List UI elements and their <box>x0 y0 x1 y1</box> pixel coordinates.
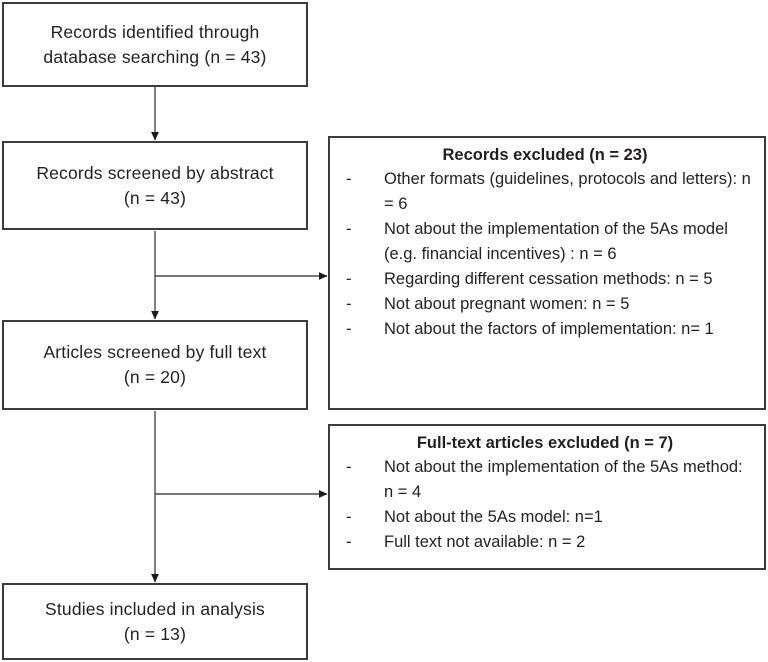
exclusion-reason-text: Not about pregnant women: n = 5 <box>384 295 630 313</box>
bullet-dash-icon: - <box>346 458 352 476</box>
exclusion-box-title: Records excluded (n = 23) <box>442 146 648 164</box>
exclusion-box-title: Full-text articles excluded (n = 7) <box>416 434 674 452</box>
exclusion-reason-item: - Not about pregnant women: n = 5 <box>342 292 760 317</box>
flow-box-records-screened-abstract: Records screened by abstract (n = 43) <box>2 141 308 230</box>
exclusion-reason-list: - Not about the implementation of the 5A… <box>330 455 760 555</box>
flow-box-line: (n = 43) <box>123 187 187 208</box>
flow-box-line: Articles screened by full text <box>43 342 267 362</box>
exclusion-reason-text: Not about the 5As model: n=1 <box>384 508 603 526</box>
bullet-dash-icon: - <box>346 295 352 313</box>
exclusion-reason-text: Full text not available: n = 2 <box>384 533 586 551</box>
flow-box-line: (n = 20) <box>123 367 187 387</box>
flow-box-line: database searching (n = 43) <box>43 46 267 67</box>
bullet-dash-icon: - <box>346 508 352 526</box>
bullet-dash-icon: - <box>346 533 352 551</box>
exclusion-box-records-excluded: Records excluded (n = 23) - Other format… <box>328 136 766 410</box>
exclusion-reason-list: - Other formats (guidelines, protocols a… <box>330 167 760 342</box>
exclusion-reason-text: Regarding different cessation methods: n… <box>384 270 713 288</box>
exclusion-reason-item: - Other formats (guidelines, protocols a… <box>342 167 760 217</box>
flow-box-line: Records identified through <box>50 21 260 42</box>
flow-box-line: Studies included in analysis <box>45 598 265 619</box>
exclusion-reason-item: - Regarding different cessation methods:… <box>342 267 760 292</box>
exclusion-reason-item: - Full text not available: n = 2 <box>342 530 760 555</box>
exclusion-reason-item: - Not about the factors of implementatio… <box>342 317 760 342</box>
exclusion-reason-item: - Not about the implementation of the 5A… <box>342 455 760 505</box>
bullet-dash-icon: - <box>346 170 352 188</box>
exclusion-box-fulltext-articles-excluded: Full-text articles excluded (n = 7) - No… <box>328 424 766 570</box>
exclusion-reason-text: Not about the factors of implementation:… <box>384 320 714 338</box>
flow-box-line: Records screened by abstract <box>36 162 274 183</box>
bullet-dash-icon: - <box>346 320 352 338</box>
exclusion-reason-text: Other formats (guidelines, protocols and… <box>384 170 751 213</box>
bullet-dash-icon: - <box>346 220 352 238</box>
exclusion-reason-item: - Not about the 5As model: n=1 <box>342 505 760 530</box>
flow-box-articles-screened-fulltext: Articles screened by full text (n = 20) <box>2 320 308 410</box>
exclusion-reason-item: - Not about the implementation of the 5A… <box>342 217 760 267</box>
exclusion-reason-text: Not about the implementation of the 5As … <box>384 220 728 263</box>
flow-box-studies-included: Studies included in analysis (n = 13) <box>2 583 308 660</box>
bullet-dash-icon: - <box>346 270 352 288</box>
exclusion-reason-text: Not about the implementation of the 5As … <box>384 458 743 501</box>
flow-box-line: (n = 13) <box>123 623 187 644</box>
flow-box-records-identified: Records identified through database sear… <box>2 2 308 87</box>
